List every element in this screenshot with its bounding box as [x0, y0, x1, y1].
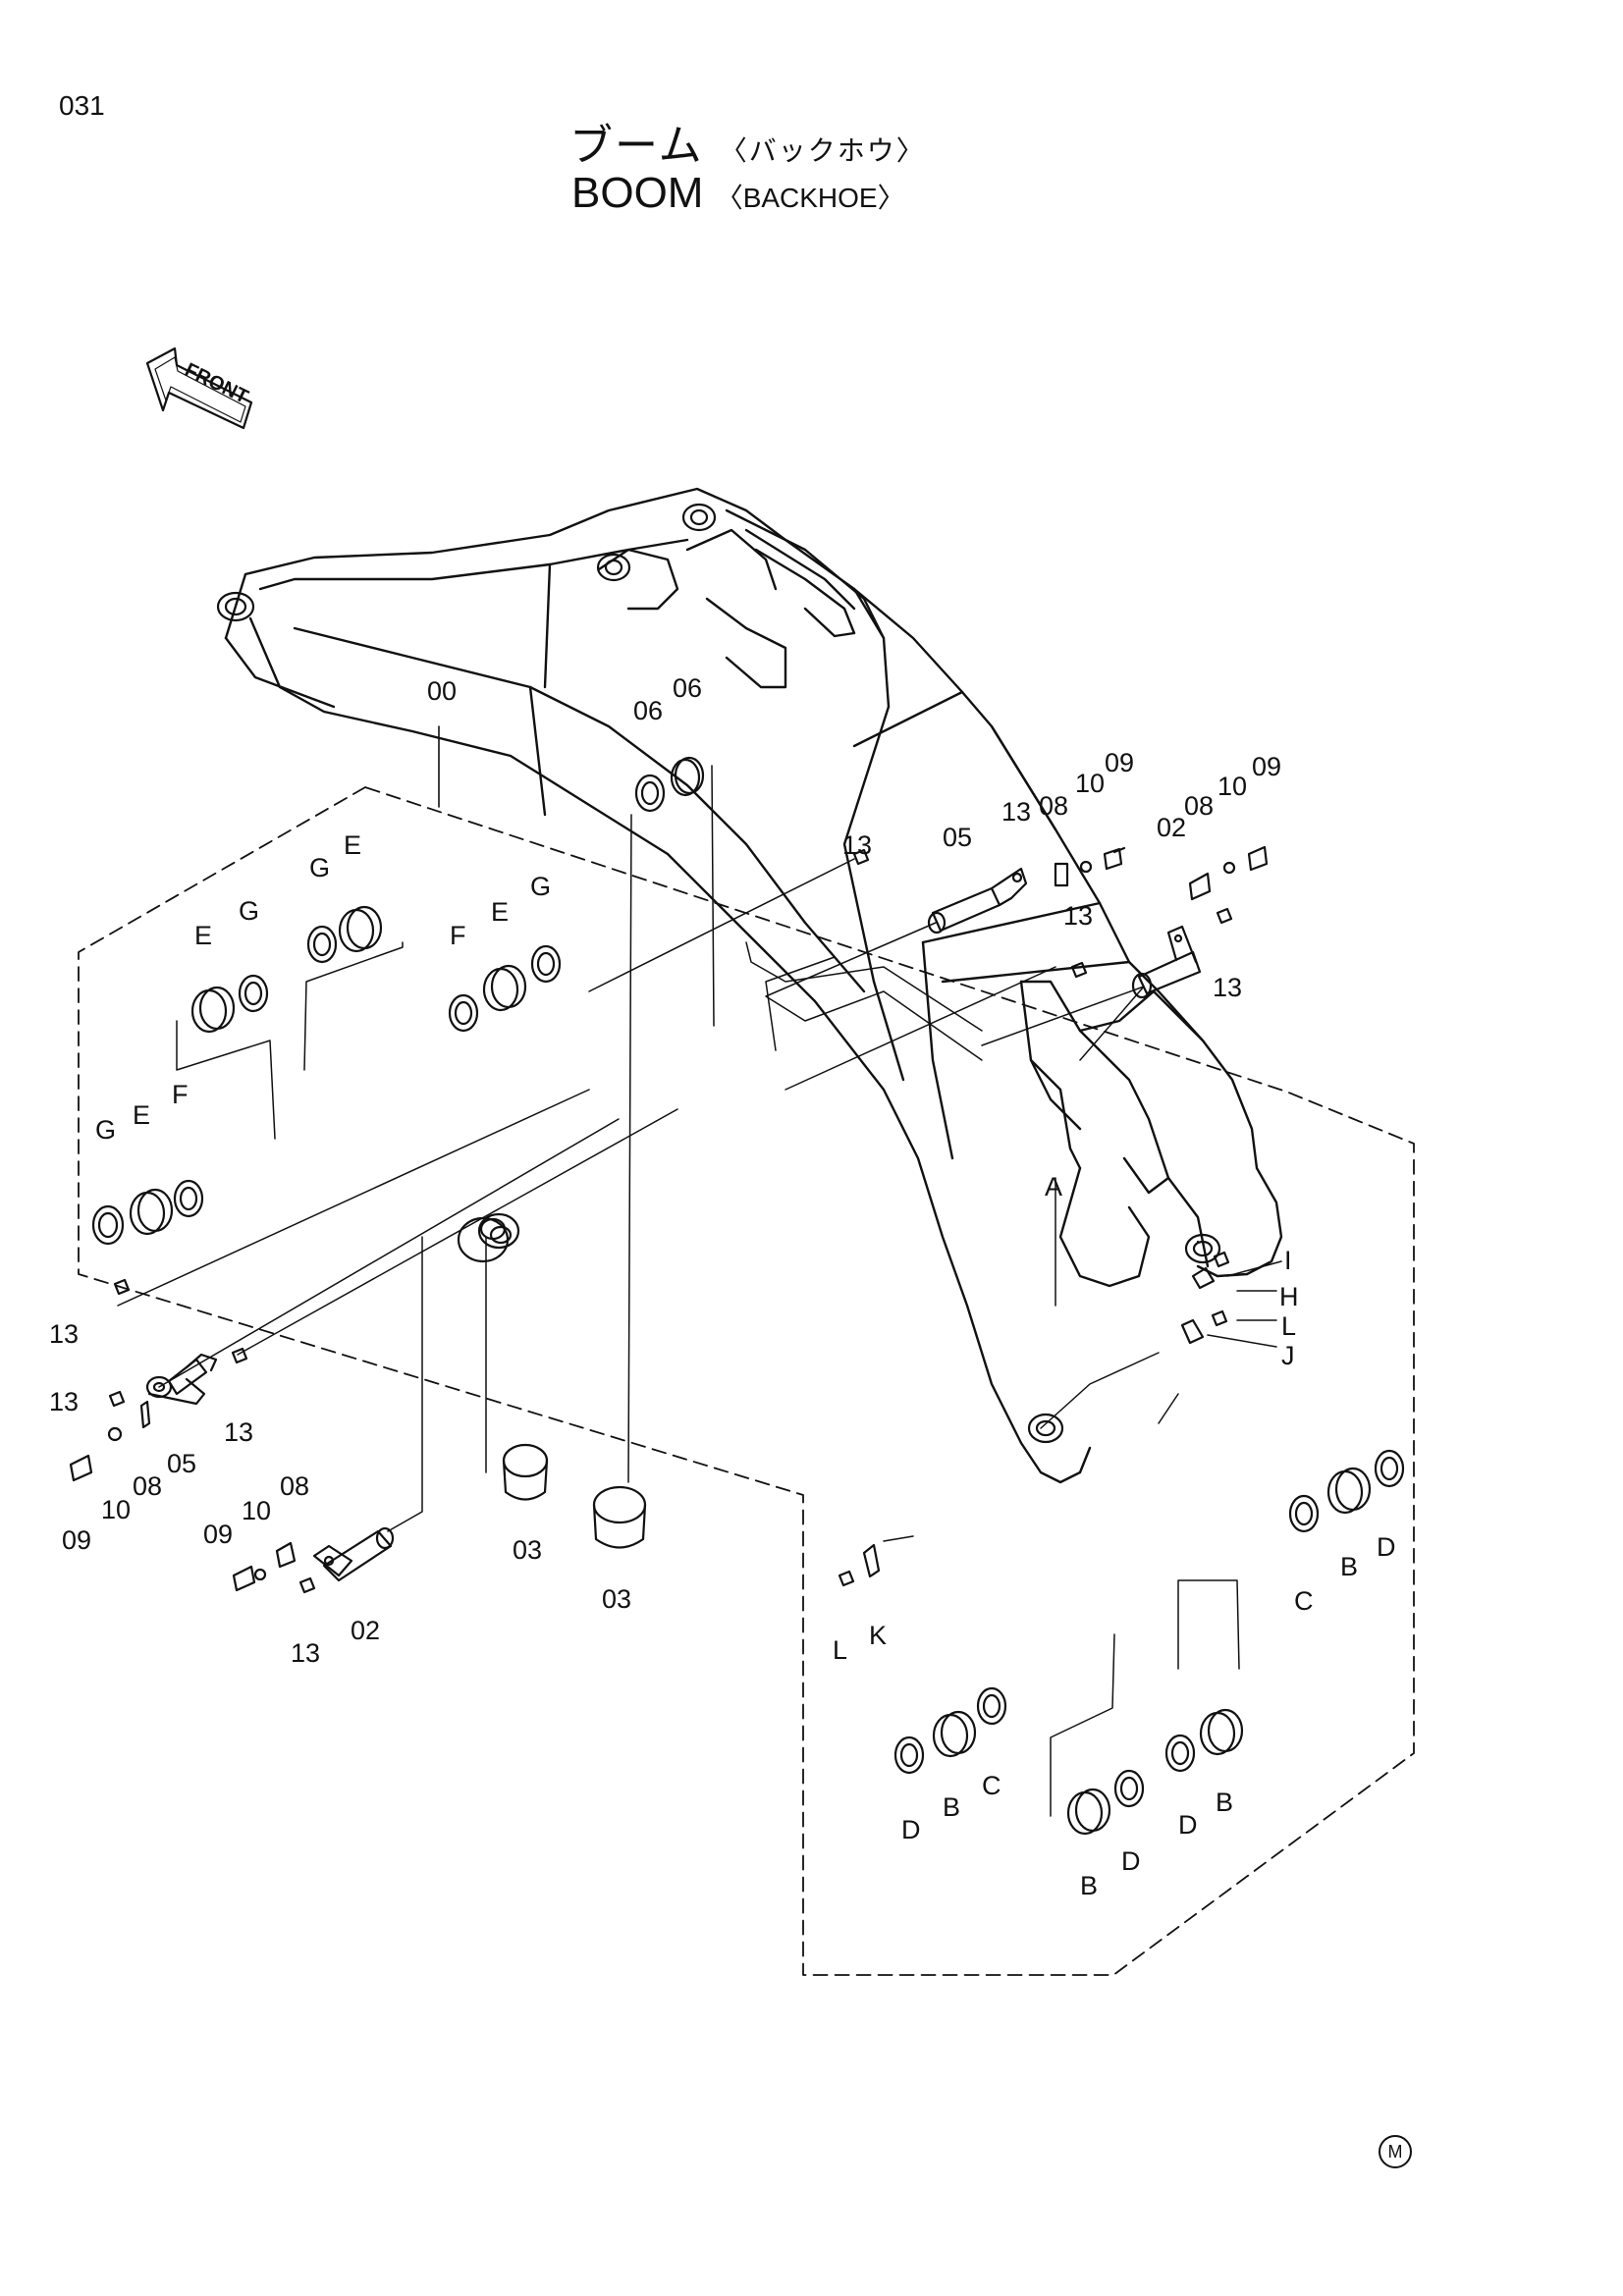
- title-en-main: BOOM: [571, 169, 704, 217]
- callout-label: 09: [62, 1525, 91, 1555]
- callout-label: E: [344, 830, 361, 860]
- callout-label: 10: [242, 1496, 271, 1525]
- callout-label: D: [1178, 1810, 1198, 1840]
- callout-label: 00: [427, 676, 457, 706]
- callout-label: H: [1279, 1282, 1299, 1311]
- callout-label: 09: [203, 1520, 233, 1549]
- callout-label: E: [194, 921, 212, 950]
- callout-label: G: [309, 853, 330, 882]
- callout-label: F: [172, 1080, 189, 1109]
- callout-label: D: [1377, 1532, 1396, 1562]
- callout-label: 10: [101, 1495, 131, 1524]
- footer-stamp: M: [1379, 2135, 1412, 2168]
- callout-label: 09: [1105, 748, 1134, 777]
- callout-label: B: [943, 1792, 960, 1822]
- callout-label: I: [1284, 1246, 1292, 1275]
- leader-lines: [117, 765, 1282, 1817]
- title-en-sub: 〈BACKHOE〉: [715, 183, 905, 213]
- callout-label: B: [1080, 1871, 1098, 1900]
- bushing-rings: [91, 756, 1405, 1836]
- callout-label: 09: [1252, 752, 1281, 781]
- callout-label: D: [1121, 1846, 1141, 1876]
- callout-label: B: [1216, 1788, 1233, 1817]
- title-jp-sub: 〈バックホウ〉: [719, 134, 926, 167]
- callout-labels: 00 06 06 13 05 13 08 10 09 02 08 10 09 1…: [49, 673, 1396, 1900]
- callout-label: L: [1281, 1311, 1296, 1341]
- callout-label: B: [1340, 1552, 1358, 1581]
- title-japanese: ブーム 〈バックホウ〉: [569, 110, 926, 173]
- callout-label: 13: [1001, 797, 1031, 827]
- callout-label: 05: [943, 823, 972, 852]
- callout-label: 08: [133, 1471, 162, 1501]
- callout-label: 13: [842, 830, 872, 860]
- callout-label: 06: [673, 673, 702, 703]
- callout-label: 03: [602, 1584, 631, 1614]
- callout-label: G: [239, 896, 259, 926]
- callout-label: L: [833, 1635, 847, 1665]
- callout-label: 05: [167, 1449, 196, 1478]
- callout-label: 13: [224, 1417, 253, 1447]
- callout-label: C: [1294, 1586, 1314, 1616]
- page-number: 031: [59, 90, 105, 121]
- title-english: BOOM 〈BACKHOE〉: [571, 169, 905, 218]
- title-jp-main: ブーム: [569, 121, 704, 171]
- callout-label: E: [491, 897, 509, 927]
- callout-label: 03: [513, 1535, 542, 1565]
- callout-label: 08: [1184, 791, 1214, 821]
- callout-label: 13: [49, 1319, 79, 1349]
- callout-label: 08: [280, 1471, 309, 1501]
- hardware: [69, 845, 1269, 1594]
- callout-label: 10: [1217, 772, 1247, 801]
- front-arrow-icon: FRONT: [145, 347, 253, 430]
- boom-body: [224, 487, 1283, 1484]
- callout-label: 13: [49, 1387, 79, 1416]
- callout-label: 02: [351, 1616, 380, 1645]
- pins: [145, 867, 1202, 1582]
- callout-label: 13: [1063, 901, 1093, 931]
- callout-label: F: [450, 921, 466, 950]
- assembly-boundary: [78, 786, 1415, 1976]
- callout-label: G: [95, 1115, 116, 1145]
- callout-label: 06: [633, 696, 663, 725]
- callout-label: 13: [1213, 973, 1242, 1002]
- callout-label: D: [901, 1815, 921, 1844]
- callout-label: J: [1281, 1341, 1295, 1370]
- callout-label: 13: [291, 1638, 320, 1668]
- boom-bosses: [216, 503, 1221, 1444]
- callout-label: 08: [1039, 791, 1068, 821]
- callout-label: C: [982, 1771, 1001, 1800]
- callout-label: A: [1045, 1172, 1062, 1201]
- callout-label: 10: [1075, 769, 1105, 798]
- callout-label: K: [869, 1621, 887, 1650]
- callout-label: 02: [1157, 813, 1186, 842]
- callout-label: G: [530, 872, 551, 901]
- callout-label: E: [133, 1100, 150, 1130]
